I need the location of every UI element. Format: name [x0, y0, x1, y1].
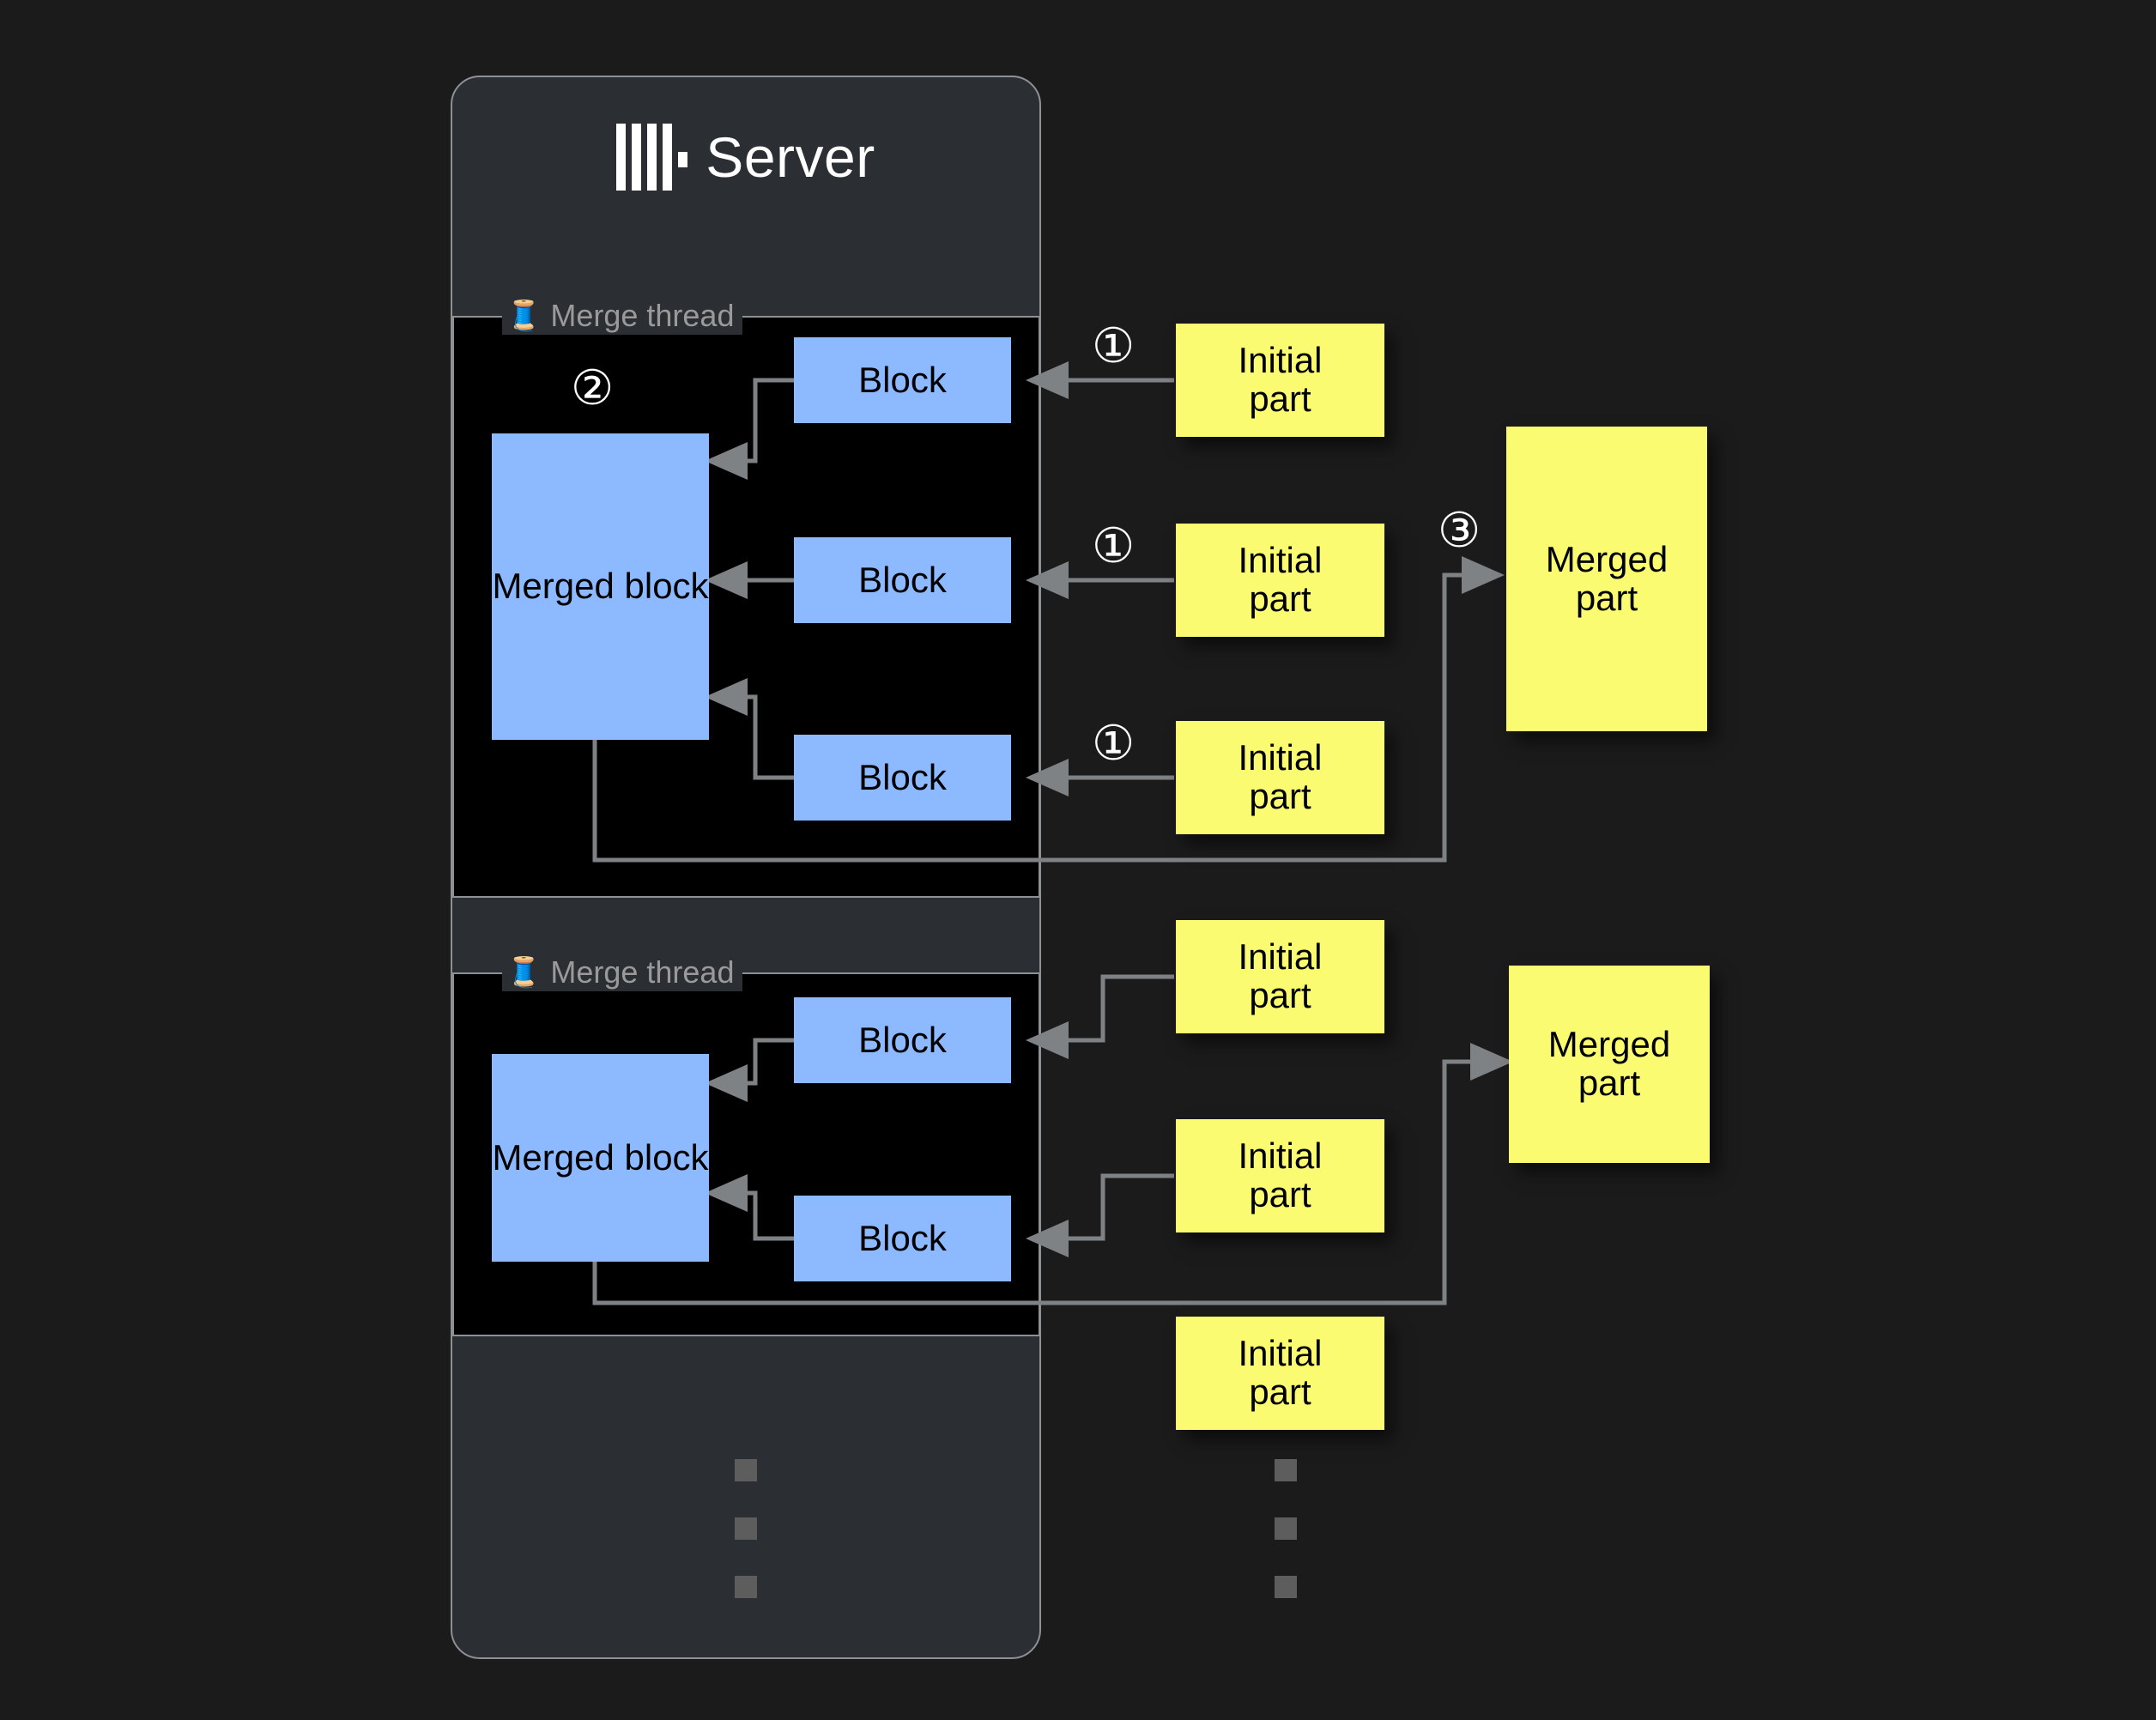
thread-spool-icon: 🧵 [506, 300, 542, 332]
block-label: Block [858, 756, 947, 797]
parts-vertical-ellipsis [1275, 1459, 1297, 1634]
block-1-3[interactable]: Block [794, 735, 1011, 821]
thread-spool-icon: 🧵 [506, 956, 542, 989]
block-label: Block [858, 1217, 947, 1258]
block-1-1[interactable]: Block [794, 337, 1011, 423]
step-badge-3: ③ [1438, 503, 1481, 557]
step-badge-1c: ① [1092, 716, 1136, 770]
merge-thread-label-1: 🧵 Merge thread [502, 297, 743, 335]
step-badge-1a: ① [1092, 318, 1136, 372]
block-label: Block [858, 1019, 947, 1060]
server-vertical-ellipsis [735, 1459, 757, 1634]
clickhouse-logo-icon [616, 124, 688, 191]
block-2-2[interactable]: Block [794, 1196, 1011, 1281]
block-1-2[interactable]: Block [794, 537, 1011, 623]
merge-thread-label-text: Merge thread [550, 298, 735, 333]
merged-block-2[interactable]: Merged block [492, 1054, 709, 1262]
server-title: Server [451, 116, 1041, 198]
step-badge-2: ② [571, 360, 615, 415]
block-label: Block [858, 559, 947, 600]
server-title-text: Server [706, 125, 875, 189]
merged-block-label: Merged block [492, 1136, 709, 1178]
merge-thread-label-2: 🧵 Merge thread [502, 954, 743, 991]
step-badge-1b: ① [1092, 518, 1136, 572]
merge-thread-label-text: Merge thread [550, 954, 735, 990]
block-label: Block [858, 359, 947, 400]
merged-block-1[interactable]: Merged block [492, 433, 709, 740]
block-2-1[interactable]: Block [794, 997, 1011, 1083]
merged-block-label: Merged block [492, 566, 709, 607]
